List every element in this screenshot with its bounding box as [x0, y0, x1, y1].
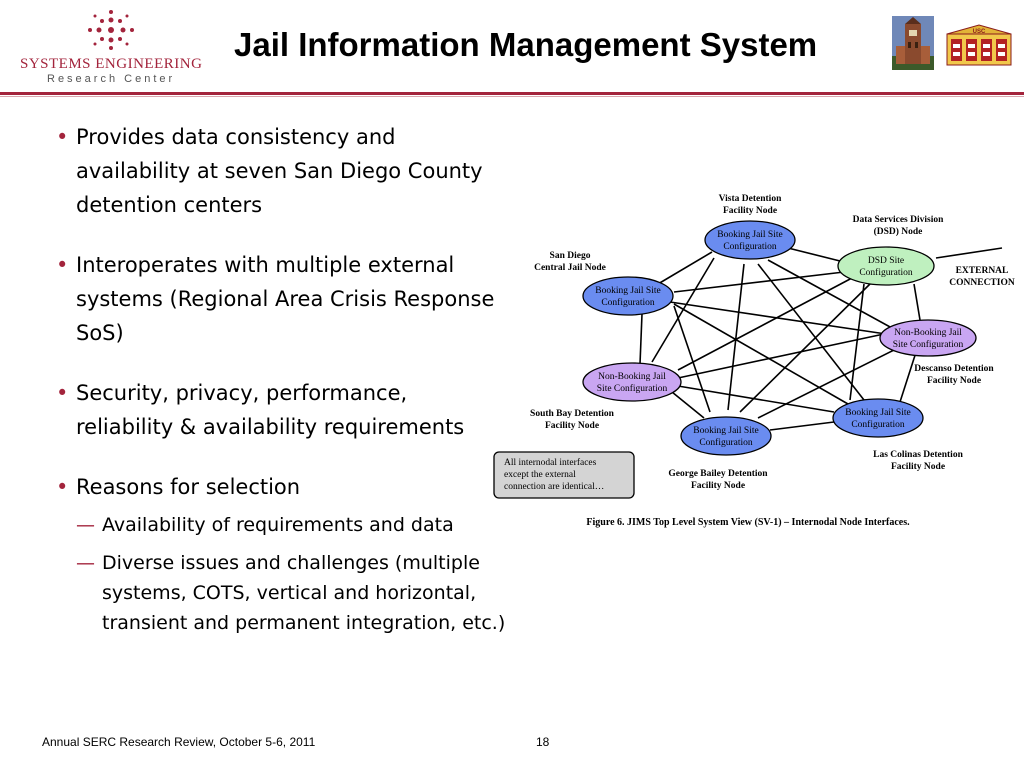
node-southbay: Non-Booking Jail Site Configuration [582, 362, 682, 402]
node-text: Booking Jail Site [595, 286, 660, 296]
logo-line1: SYSTEMS ENGINEERING [20, 56, 203, 72]
node-text: Site Configuration [597, 383, 668, 394]
serc-logo-mark [88, 10, 134, 50]
note-line: connection are identical… [504, 482, 604, 492]
csse-logo: USC [946, 24, 1012, 66]
figure-caption: Figure 6. JIMS Top Level System View (SV… [586, 517, 910, 528]
label-george-1: George Bailey Detention [668, 469, 768, 479]
node-descanso: Non-Booking Jail Site Configuration [879, 319, 977, 357]
label-sandiego-2: Central Jail Node [534, 263, 606, 273]
label-lascolinas-1: Las Colinas Detention [873, 450, 963, 460]
serc-logo: SYSTEMS ENGINEERING Research Center [14, 8, 210, 86]
bullet-item: Provides data consistency and availabili… [56, 120, 506, 222]
node-vista: Booking Jail Site Configuration [704, 220, 796, 260]
node-text: Site Configuration [893, 339, 964, 350]
node-text: Configuration [723, 241, 777, 252]
page-title: Jail Information Management System [234, 26, 818, 63]
node-text: Booking Jail Site [717, 230, 782, 240]
sub-bullet-item: Availability of requirements and data [76, 510, 506, 540]
bullet-item: Security, privacy, performance, reliabil… [56, 376, 506, 444]
label-dsd-1: Data Services Division [853, 215, 944, 225]
label-external-2: CONNECTION [949, 278, 1015, 288]
page-number: 18 [536, 735, 550, 749]
label-southbay-2: Facility Node [545, 421, 599, 431]
usc-badge: USC [973, 29, 986, 35]
node-text: Booking Jail Site [845, 408, 910, 418]
label-george-2: Facility Node [691, 481, 745, 491]
logo-line2: Research Center [47, 73, 176, 85]
header-rule [0, 92, 1024, 95]
note-line: All internodal interfaces [504, 457, 597, 468]
label-sandiego-1: San Diego [550, 251, 591, 261]
sub-bullet-list: Availability of requirements and data Di… [76, 510, 506, 638]
label-southbay-1: South Bay Detention [530, 409, 615, 419]
label-descanso-1: Descanso Detention [914, 364, 994, 374]
bullet-list: Provides data consistency and availabili… [56, 120, 506, 664]
label-vista-2: Facility Node [723, 206, 777, 216]
tower-image [892, 16, 934, 70]
label-external-1: EXTERNAL [956, 266, 1009, 276]
note-box: All internodal interfaces except the ext… [493, 451, 635, 499]
footer-event: Annual SERC Research Review, October 5-6… [42, 735, 316, 749]
node-george: Booking Jail Site Configuration [680, 416, 772, 456]
bullet-item: Reasons for selection Availability of re… [56, 470, 506, 638]
node-text: Booking Jail Site [693, 426, 758, 436]
node-text: Configuration [859, 267, 913, 278]
node-sandiego: Booking Jail Site Configuration [582, 276, 674, 316]
node-text: Configuration [699, 437, 753, 448]
node-text: Non-Booking Jail [894, 328, 962, 338]
node-lascolinas: Booking Jail Site Configuration [832, 398, 924, 438]
node-text: Non-Booking Jail [598, 372, 666, 382]
interface-lines [639, 247, 1003, 431]
bullet-item: Interoperates with multiple external sys… [56, 248, 506, 350]
label-dsd-2: (DSD) Node [874, 226, 923, 237]
label-vista-1: Vista Detention [719, 194, 782, 204]
node-text: Configuration [851, 419, 905, 430]
node-text: Configuration [601, 297, 655, 308]
label-descanso-2: Facility Node [927, 376, 981, 386]
jims-network-diagram: Booking Jail Site Configuration DSD Site… [493, 194, 1015, 528]
bullet-text: Reasons for selection [76, 475, 301, 499]
label-lascolinas-2: Facility Node [891, 462, 945, 472]
note-line: except the external [504, 470, 576, 480]
node-text: DSD Site [868, 256, 904, 266]
sub-bullet-item: Diverse issues and challenges (multiple … [76, 548, 506, 638]
header-rule-thin [0, 96, 1024, 97]
node-dsd: DSD Site Configuration [837, 246, 935, 286]
